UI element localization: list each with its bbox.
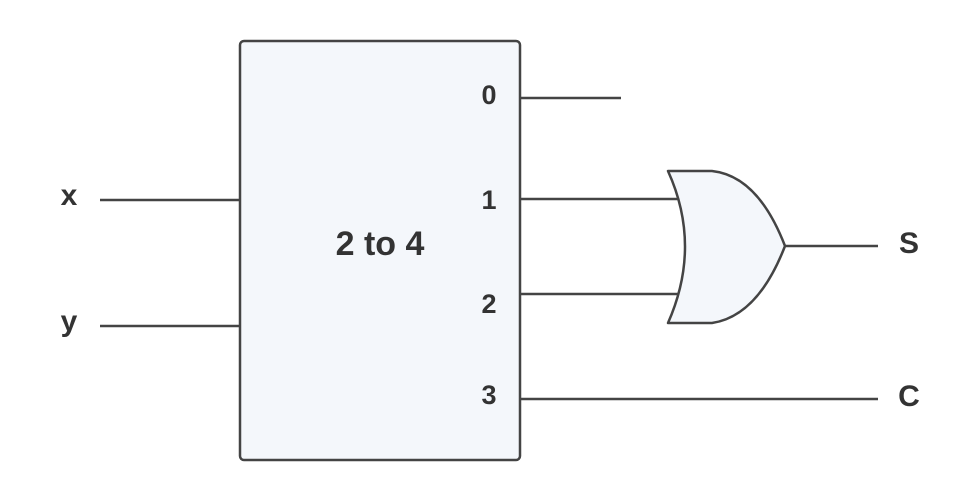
decoder-output-2-label: 2 <box>481 289 496 319</box>
decoder-output-1-label: 1 <box>481 185 496 215</box>
or-gate <box>666 169 787 325</box>
input-x-label: x <box>61 179 78 212</box>
decoder-output-0-label: 0 <box>481 80 496 110</box>
decoder-block <box>238 39 522 462</box>
decoder-output-3-label: 3 <box>481 380 496 410</box>
output-s-label: S <box>899 227 919 260</box>
input-y-label: y <box>61 305 78 338</box>
decoder-title: 2 to 4 <box>336 225 425 263</box>
output-c-label: C <box>898 380 920 413</box>
